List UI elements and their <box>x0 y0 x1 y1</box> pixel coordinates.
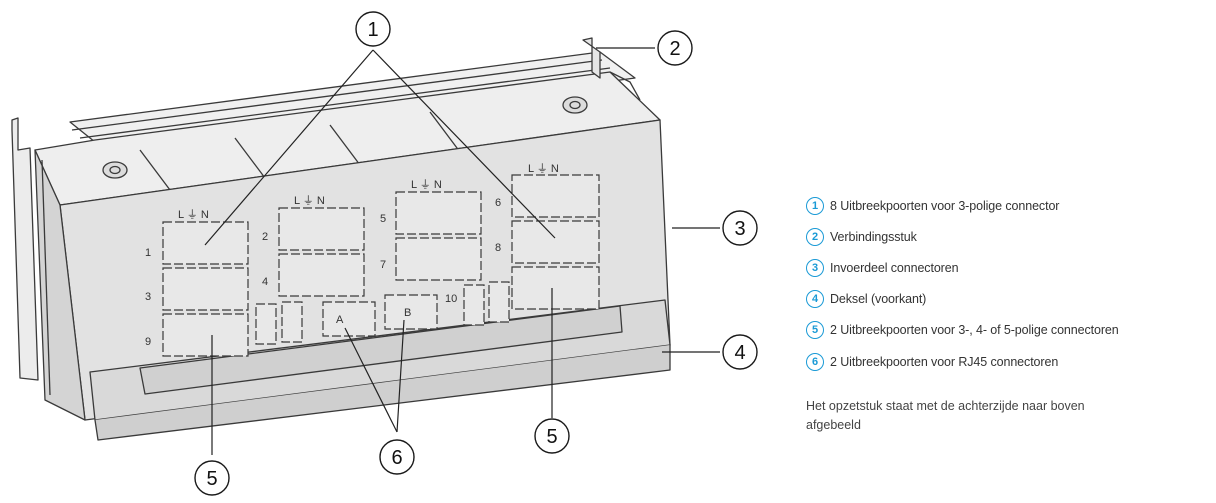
port-number-5: 5 <box>380 213 386 225</box>
legend-number-5: 5 <box>806 321 824 340</box>
callout-1: 1 <box>367 19 378 41</box>
legend-number-3: 3 <box>806 258 824 277</box>
legend-number-4: 4 <box>806 290 824 309</box>
port-number-1: 1 <box>145 247 151 259</box>
callout-1-circle <box>355 11 391 47</box>
port-4 <box>278 253 365 297</box>
legend-item-4: 4 Deksel (voorkant) <box>806 284 1211 315</box>
legend-text-6: 2 Uitbreekpoorten voor RJ45 connectoren <box>830 354 1059 369</box>
legend-text-2: Verbindingsstuk <box>830 229 917 244</box>
legend-item-2: 2 Verbindingsstuk <box>806 221 1211 252</box>
legend-text-3: Invoerdeel connectoren <box>830 260 959 275</box>
legend-text-1: 8 Uitbreekpoorten voor 3-polige connecto… <box>830 198 1060 213</box>
leader-6b <box>396 319 405 433</box>
legend-text-4: Deksel (voorkant) <box>830 292 927 307</box>
leader-1a <box>204 49 374 246</box>
left-flange <box>11 117 39 381</box>
port-number-10: 10 <box>445 293 457 305</box>
port-number-8: 8 <box>495 242 501 254</box>
pole-label-3: L ⏚ N <box>411 178 442 191</box>
legend-item-5: 5 2 Uitbreekpoorten voor 3-, 4- of 5-pol… <box>806 315 1211 346</box>
port-2 <box>278 207 365 251</box>
port-3 <box>162 267 249 311</box>
port-letter-b: B <box>404 307 411 319</box>
callout-6-circle <box>379 439 415 475</box>
callout-3: 3 <box>734 218 745 240</box>
callout-5b: 5 <box>546 426 557 448</box>
legend-item-3: 3 Invoerdeel connectoren <box>806 252 1211 283</box>
pole-label-1: L ⏚ N <box>178 208 209 221</box>
callout-5b-circle <box>534 418 570 454</box>
port-a <box>322 301 376 337</box>
legend-item-1: 1 8 Uitbreekpoorten voor 3-polige connec… <box>806 190 1211 221</box>
legend-number-1: 1 <box>806 196 824 215</box>
port-number-4: 4 <box>262 276 268 288</box>
port-number-3: 3 <box>145 291 151 303</box>
port-number-2: 2 <box>262 231 268 243</box>
callout-6: 6 <box>391 447 402 469</box>
pole-label-2: L ⏚ N <box>294 194 325 207</box>
port-letter-a: A <box>336 314 344 326</box>
leader-6a <box>344 327 398 433</box>
callout-4-circle <box>722 334 758 370</box>
connector-piece <box>582 37 601 79</box>
callout-5a-circle <box>194 460 230 496</box>
port-7 <box>395 237 482 281</box>
port-number-9: 9 <box>145 336 151 348</box>
legend-text-5: 2 Uitbreekpoorten voor 3-, 4- of 5-polig… <box>830 323 1119 338</box>
device-diagram: 1 2 3 4 5 6 7 8 9 10 A B L ⏚ N L ⏚ N L ⏚… <box>11 11 758 496</box>
leader-1b <box>372 49 556 239</box>
port-b <box>384 294 438 330</box>
legend-number-2: 2 <box>806 227 824 246</box>
port-5 <box>395 191 482 235</box>
port-1 <box>162 221 249 265</box>
port-10 <box>511 266 600 310</box>
port-6 <box>511 174 600 218</box>
left-side-face <box>34 149 86 421</box>
callout-5a: 5 <box>206 468 217 490</box>
pole-label-4: L ⏚ N <box>528 162 559 175</box>
port-number-6: 6 <box>495 197 501 209</box>
legend-note: Het opzetstuk staat met de achterzijde n… <box>806 399 1085 433</box>
callout-4: 4 <box>734 342 745 364</box>
callout-3-circle <box>722 210 758 246</box>
callout-2: 2 <box>669 38 680 60</box>
legend-number-6: 6 <box>806 352 824 371</box>
port-8 <box>511 220 600 264</box>
port-9 <box>162 313 249 357</box>
port-number-7: 7 <box>380 259 386 271</box>
legend-item-6: 6 2 Uitbreekpoorten voor RJ45 connectore… <box>806 346 1211 377</box>
callout-2-circle <box>657 30 693 66</box>
legend: 1 8 Uitbreekpoorten voor 3-polige connec… <box>806 190 1211 435</box>
